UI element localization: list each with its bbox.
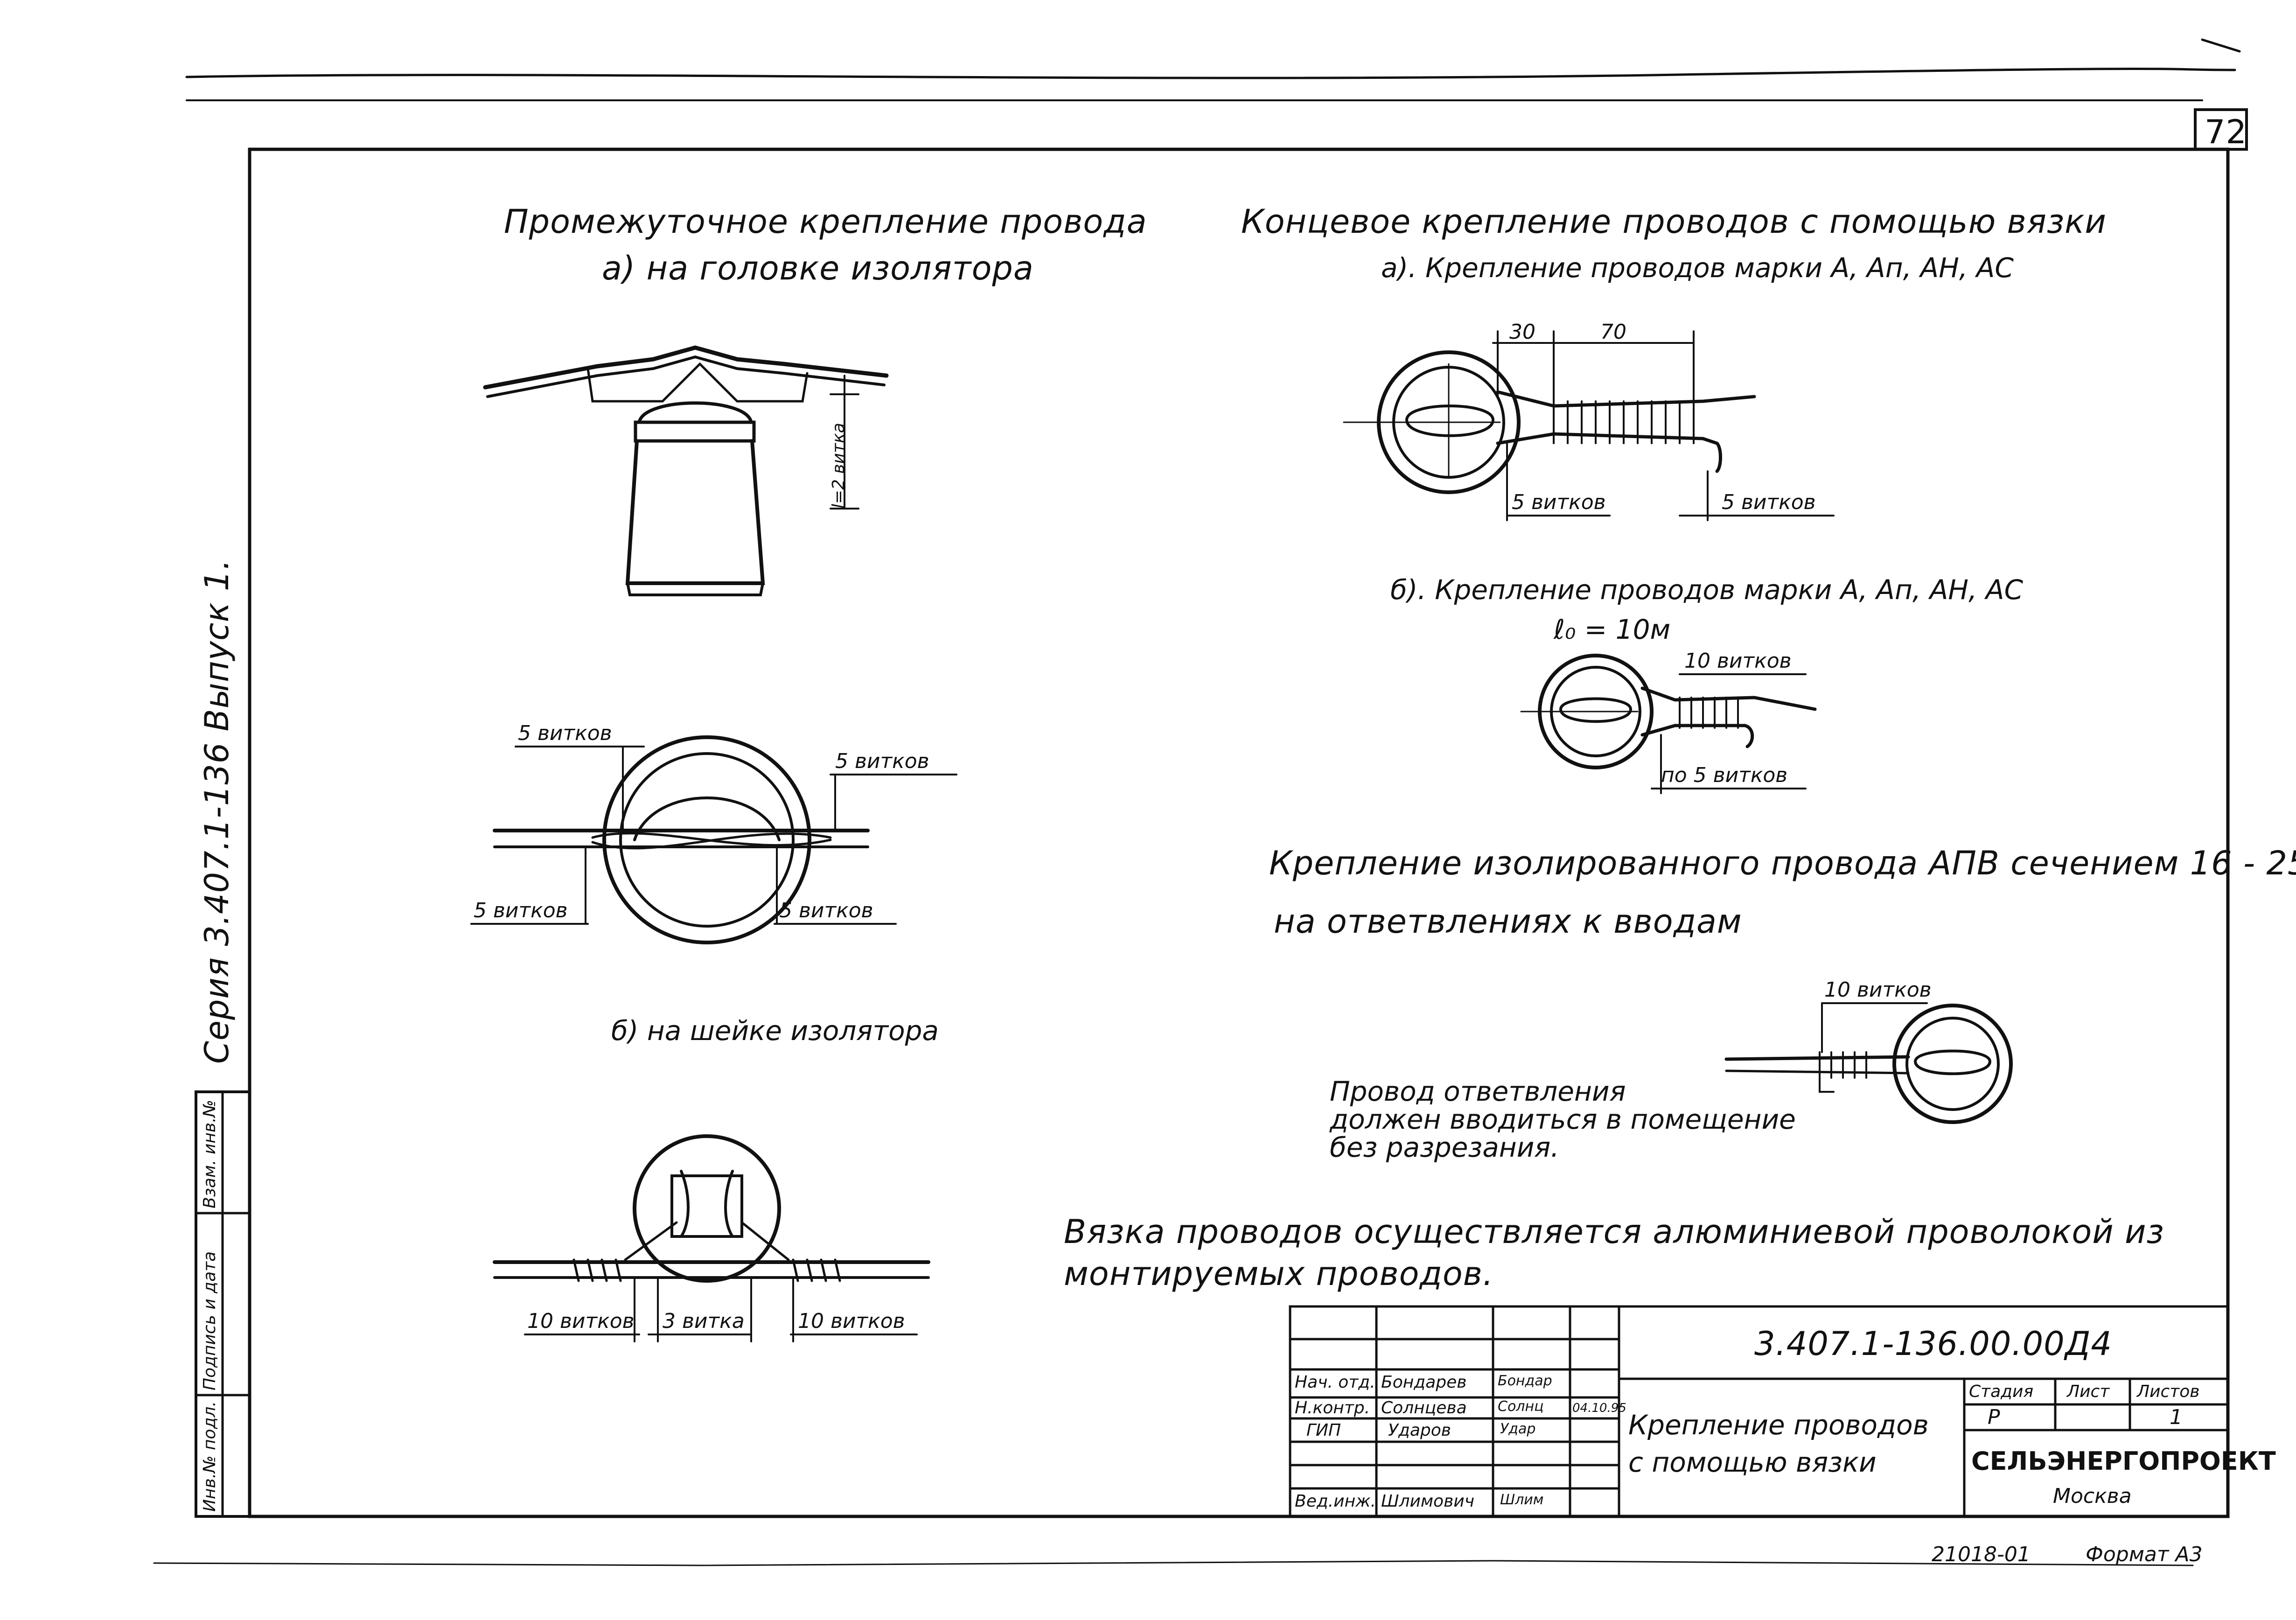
title-block-grid	[1289, 1305, 2229, 1518]
apv-note-line-2: должен вводиться в помещение	[1330, 1103, 1796, 1135]
org-city: Москва	[2053, 1484, 2132, 1508]
page-number-box	[2194, 108, 2248, 151]
apv-note-line-1: Провод ответвления	[1330, 1075, 1626, 1107]
doc-title-line-2: с помощью вязки	[1628, 1446, 1877, 1478]
sign-2: Солнц	[1498, 1398, 1544, 1415]
role-1: Нач. отд.	[1295, 1373, 1375, 1392]
left-subtitle-a: а) на головке изолятора	[602, 249, 1034, 287]
apv-note-line-3: без разрезания.	[1330, 1131, 1559, 1163]
figure-insulator-head-top	[470, 735, 957, 944]
name-2: Солнцева	[1381, 1398, 1467, 1418]
header-stage: Стадия	[1969, 1382, 2034, 1401]
designation: 3.407.1-136.00.00Д4	[1754, 1325, 2112, 1363]
drawing-frame	[248, 147, 2230, 1518]
format-label: Формат А3	[2086, 1543, 2203, 1566]
sign-1: Бондар	[1498, 1373, 1552, 1389]
figure-end-fastening-b	[1520, 654, 1817, 794]
stage-value: Р	[1988, 1405, 2000, 1429]
sheets-value: 1	[2170, 1405, 2183, 1429]
fig-a2-label-top-left: 5 витков	[518, 721, 612, 745]
margin-label-inventory: Инв.№ подл.	[200, 1401, 219, 1512]
margin-label-signature: Подпись и дата	[200, 1251, 219, 1390]
name-1: Бондарев	[1381, 1373, 1467, 1392]
sign-3: Удар	[1500, 1421, 1536, 1437]
apv-subtitle: на ответвлениях к вводам	[1274, 902, 1742, 941]
role-3: ГИП	[1306, 1421, 1341, 1440]
general-note-line-1: Вязка проводов осуществляется алюминиево…	[1064, 1213, 2164, 1251]
right-subtitle-b: б). Крепление проводов марки А, Ап, АН, …	[1390, 574, 2024, 606]
role-2: Н.контр.	[1295, 1398, 1370, 1418]
fig-b2-label-top: 10 витков	[1684, 649, 1792, 673]
fig-b2-label-bottom: по 5 витков	[1661, 763, 1788, 787]
fig-a-dim-70: 70	[1600, 320, 1626, 344]
fig-a2-label-bottom-right: 5 витков	[779, 899, 873, 922]
general-note-line-2: монтируемых проводов.	[1064, 1255, 1494, 1293]
fig-b-label-left: 10 витков	[527, 1309, 635, 1333]
fig-c-label: 10 витков	[1824, 978, 1932, 1002]
org-name: СЕЛЬЭНЕРГОПРОЕКТ	[1971, 1446, 2276, 1476]
doc-title-line-1: Крепление проводов	[1628, 1409, 1929, 1441]
right-subtitle-a: а). Крепление проводов марки А, Ап, АН, …	[1381, 252, 2014, 284]
fig-a-dim-30: 30	[1509, 320, 1535, 344]
right-formula-b: ℓ₀ = 10м	[1554, 614, 1671, 645]
figure-apv-branch	[1724, 1002, 2013, 1124]
date-2: 04.10.95	[1572, 1401, 1626, 1415]
right-title: Концевое крепление проводов с помощью вя…	[1241, 202, 2107, 241]
top-border-line	[185, 68, 2236, 79]
series-label: Серия 3.407.1-136 Выпуск 1.	[198, 559, 236, 1064]
corner-mark	[2201, 38, 2241, 53]
left-title: Промежуточное крепление провода	[504, 202, 1147, 241]
fig-b-label-right: 10 витков	[798, 1309, 905, 1333]
header-sheet: Лист	[2067, 1382, 2110, 1401]
fig-a-label-right: 5 витков	[1722, 490, 1816, 514]
figure-insulator-head	[483, 345, 889, 596]
header-sheets: Листов	[2137, 1382, 2200, 1401]
fig-a2-label-top-right: 5 витков	[835, 749, 929, 773]
fig-b-label-center: 3 витка	[663, 1309, 745, 1333]
fig-a2-label-bottom-left: 5 витков	[474, 899, 568, 922]
sign-4: Шлим	[1500, 1492, 1544, 1508]
bottom-border-line	[153, 1560, 2194, 1566]
left-subtitle-b: б) на шейке изолятора	[611, 1015, 939, 1047]
archive-number: 21018-01	[1932, 1543, 2031, 1566]
role-4: Вед.инж.	[1295, 1492, 1376, 1511]
name-4: Шлимович	[1381, 1492, 1474, 1511]
fig-a-label-left: 5 витков	[1512, 490, 1606, 514]
name-3: Ударов	[1388, 1421, 1451, 1440]
fig-a-dim-label: l=2 витка	[829, 423, 848, 509]
figure-insulator-neck	[493, 1134, 930, 1342]
page-number: 72	[2205, 113, 2247, 151]
figure-end-fastening-a	[1343, 330, 1835, 521]
apv-title: Крепление изолированного провода АПВ сеч…	[1269, 844, 2296, 882]
margin-label-replace: Взам. инв.№	[200, 1100, 219, 1208]
